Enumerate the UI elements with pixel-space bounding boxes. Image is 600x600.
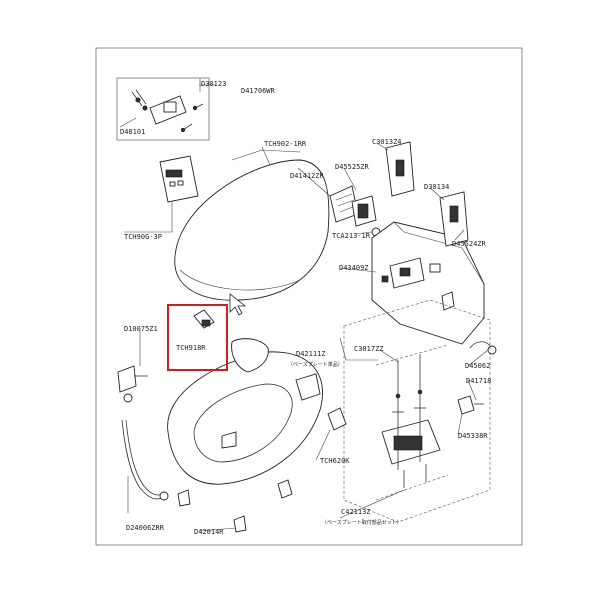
label-d45524zr: D45524ZR bbox=[452, 240, 486, 248]
seat-bumper bbox=[231, 338, 269, 373]
label-c42113z-note: （ベースプレート取付部品セット） bbox=[322, 520, 402, 526]
toilet-seat bbox=[167, 351, 323, 485]
label-tch918r: TCH918R bbox=[176, 344, 206, 352]
label-d30123: D30123 bbox=[201, 80, 227, 88]
label-d45338r: D45338R bbox=[458, 432, 488, 440]
nozzle-cover bbox=[221, 431, 237, 449]
label-d41718: D41718 bbox=[466, 377, 492, 385]
label-tch90g-3p: TCH90G-3P bbox=[124, 233, 162, 241]
label-tch620k: TCH620K bbox=[320, 457, 350, 465]
label-d10075z1: D10075Z1 bbox=[124, 325, 158, 333]
label-c42113z: C42113Z bbox=[341, 508, 371, 516]
label-d42111z-note: （ベースプレート単品） bbox=[288, 362, 343, 368]
bracket-slot bbox=[163, 101, 177, 113]
seat-hinge bbox=[295, 373, 321, 401]
label-c3017zz: C3017ZZ bbox=[354, 345, 384, 353]
label-d30134: D30134 bbox=[424, 183, 450, 191]
supply-hose bbox=[121, 419, 163, 500]
label-tch902-1rr: TCH902-1RR bbox=[264, 140, 307, 148]
label-d41412zr: D41412ZR bbox=[290, 172, 324, 180]
seat-opening bbox=[193, 383, 293, 463]
hinge-cap bbox=[327, 407, 347, 431]
branch-valve bbox=[117, 365, 137, 393]
seat-foot-left bbox=[177, 489, 191, 507]
label-tca213-1r: TCA213-1R bbox=[332, 232, 370, 240]
diagram-frame bbox=[95, 47, 523, 546]
seat-foot-bottom bbox=[233, 515, 247, 533]
valve-knob bbox=[487, 345, 497, 355]
label-d43409z: D43409Z bbox=[339, 264, 369, 272]
adapter-fitting bbox=[457, 395, 475, 415]
label-d48101: D48101 bbox=[120, 128, 146, 136]
bracket-group-box bbox=[116, 77, 210, 141]
label-d41706wr: D41706WR bbox=[241, 87, 275, 95]
remote-control bbox=[159, 155, 199, 203]
toilet-lid bbox=[174, 159, 330, 301]
label-d42111z: D42111Z bbox=[296, 350, 326, 358]
label-d45525zr: D45525ZR bbox=[335, 163, 369, 171]
label-d45062: D45062 bbox=[465, 362, 491, 370]
pointer-cursor-icon bbox=[229, 293, 247, 316]
highlight-box bbox=[167, 304, 228, 371]
label-d42014r: D42014R bbox=[194, 528, 224, 536]
label-d24006zrr: D24006ZRR bbox=[126, 524, 164, 532]
seat-foot-right bbox=[277, 479, 293, 499]
label-c3013z4: C3013Z4 bbox=[372, 138, 402, 146]
